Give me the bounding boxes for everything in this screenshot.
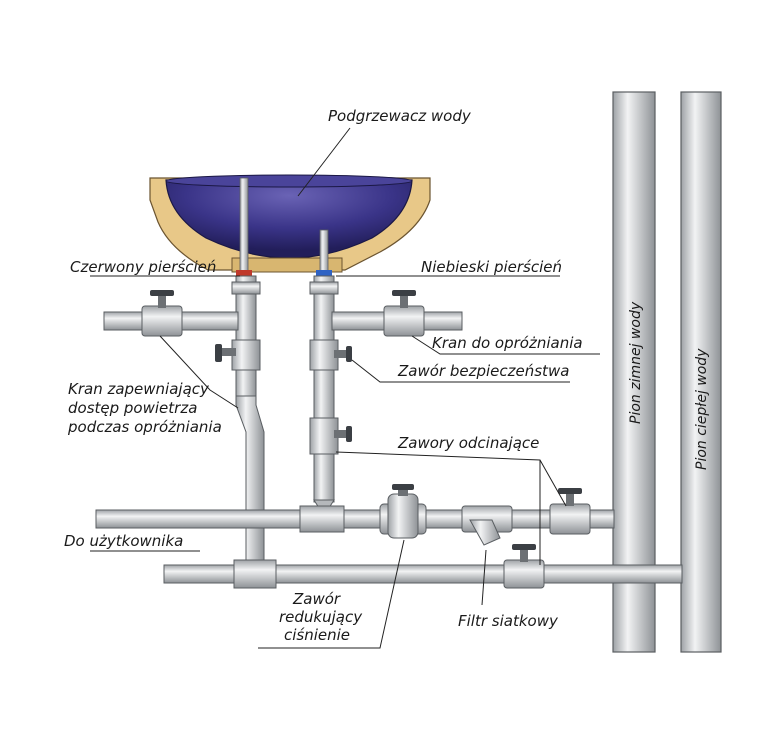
air-tap-label-line1: Kran zapewniający xyxy=(68,380,210,398)
drain-tap-label: Kran do opróżniania xyxy=(432,334,583,352)
air-tap-branch xyxy=(103,290,239,337)
column-shutoff-valve xyxy=(334,426,352,442)
cold-riser-label: Pion zimnej wody xyxy=(628,301,644,424)
reducer-label-line2: redukujący xyxy=(279,608,363,626)
leader-lines xyxy=(90,127,600,649)
hot-water-riser xyxy=(680,91,722,653)
reducer-label-line1: Zawór xyxy=(292,590,341,608)
safety-valve xyxy=(334,346,352,362)
safety-valve-label: Zawór bezpieczeństwa xyxy=(397,362,569,380)
left-column-valve xyxy=(215,344,236,362)
to-user-label: Do użytkownika xyxy=(64,532,183,550)
main-shutoff-valve xyxy=(549,488,591,535)
strainer-label: Filtr siatkowy xyxy=(458,612,559,630)
reducer-label-line3: ciśnienie xyxy=(284,626,350,644)
cold-inlet-pipe xyxy=(309,275,339,517)
pressure-reducing-valve xyxy=(379,484,427,539)
air-tap-label-line3: podczas opróżniania xyxy=(67,418,222,436)
drain-tap-branch xyxy=(331,290,463,337)
hot-riser-label: Pion ciepłej wody xyxy=(694,348,710,470)
strainer-filter xyxy=(461,505,513,546)
heater-label: Podgrzewacz wody xyxy=(328,107,472,125)
hot-shutoff-valve xyxy=(503,544,545,589)
blue-ring xyxy=(316,270,332,276)
air-tap-label-line2: dostęp powietrza xyxy=(68,399,197,417)
blue-ring-label: Niebieski pierścień xyxy=(421,258,562,276)
shutoff-valves-label: Zawory odcinające xyxy=(397,434,539,452)
cold-water-riser xyxy=(612,91,656,653)
hot-supply-pipe xyxy=(163,559,683,589)
water-heater xyxy=(149,174,431,276)
red-ring-label: Czerwony pierścień xyxy=(70,258,216,276)
user-supply-pipe xyxy=(95,505,615,533)
red-ring xyxy=(236,270,252,276)
